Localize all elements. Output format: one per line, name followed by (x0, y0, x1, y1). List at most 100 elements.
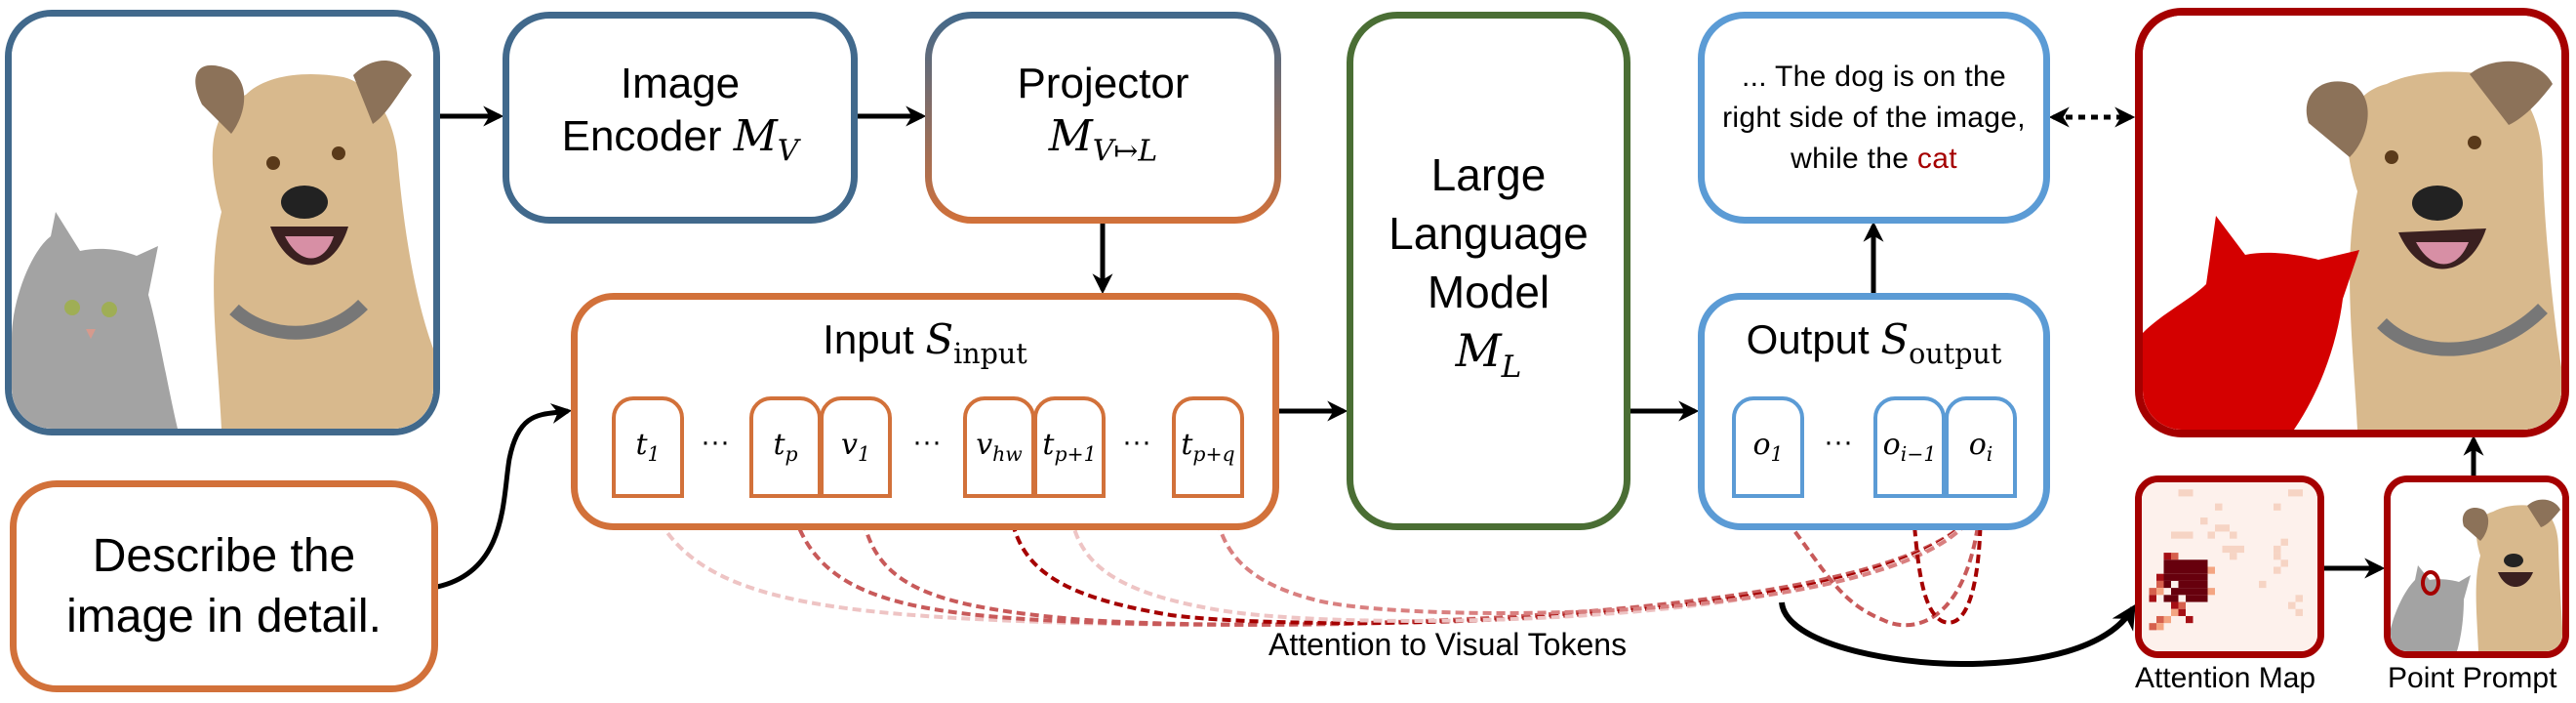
output-token: oi (1945, 396, 2017, 498)
heatmap-cell (2186, 588, 2194, 596)
heatmap-cell (2230, 531, 2237, 539)
heatmap-cell (2156, 588, 2164, 596)
llm-symbol-sub: L (1501, 349, 1522, 385)
heatmap-cell (2280, 559, 2288, 567)
input-token: vhw (963, 396, 1035, 498)
output-title-word: Output (1746, 316, 1870, 362)
image-encoder-word: Encoder (561, 111, 722, 160)
heatmap-cell (2200, 566, 2208, 574)
attention-to-visual-tokens-label: Attention to Visual Tokens (1268, 627, 1628, 662)
input-token-label: v1 (841, 428, 870, 466)
input-symbol: Sinput (925, 315, 1026, 370)
attention-map-caption: Attention Map (2135, 662, 2316, 694)
heatmap-cell (2295, 595, 2303, 602)
heatmap-cell (2149, 595, 2156, 602)
heatmap-cell (2178, 531, 2186, 539)
output-symbol: Soutput (1880, 315, 2001, 370)
heatmap-cell (2200, 588, 2208, 596)
heatmap-cell (2236, 545, 2244, 554)
input-symbol-sub: input (953, 336, 1027, 370)
heatmap-cell (2149, 588, 2156, 596)
input-sequence-title: Input Sinput (823, 313, 1027, 380)
heatmap-cell (2193, 580, 2200, 589)
image-encoder-box: Image Encoder MV (503, 12, 858, 224)
input-symbol-base: S (925, 315, 954, 363)
heatmap-cell (2207, 566, 2215, 574)
token-base: o (1752, 428, 1771, 463)
heatmap-cell (2274, 566, 2281, 574)
cat-illustration (12, 212, 178, 429)
projector-symbol-base: M (1048, 110, 1093, 161)
cat-mask (2143, 216, 2359, 430)
heatmap-cell (2171, 608, 2179, 616)
heatmap-cell (2215, 503, 2223, 511)
input-ellipsis: ··· (701, 426, 730, 458)
input-token: v1 (820, 396, 892, 498)
token-subscript: p (785, 442, 798, 467)
heatmap-cell (2178, 601, 2186, 609)
image-encoder-symbol: MV (733, 110, 799, 168)
heatmap-cell (2193, 559, 2200, 567)
heatmap-cell (2149, 623, 2156, 631)
token-subscript: 1 (857, 442, 870, 467)
point-marker (2421, 570, 2440, 596)
dog-illustration (2306, 61, 2561, 430)
heatmap-cell (2163, 595, 2171, 602)
output-sequence-title: Output Soutput (1747, 313, 2002, 380)
output-token-label: oi (1969, 428, 1993, 466)
heatmap-cell (2230, 545, 2237, 554)
llm-label-line3: Model (1427, 267, 1550, 318)
dog-illustration (195, 61, 433, 429)
output-ellipsis: ··· (1824, 426, 1853, 458)
heatmap-cell (2200, 595, 2208, 602)
heatmap-cell (2222, 545, 2230, 554)
heatmap-cell (2280, 538, 2288, 546)
heatmap-cell (2186, 580, 2194, 589)
heatmap-cell (2288, 489, 2296, 497)
token-subscript: p+q (1192, 442, 1235, 467)
heatmap-cell (2274, 553, 2281, 560)
attention-heatmap (2142, 482, 2317, 651)
text-prompt-box: Describe the image in detail. (10, 480, 438, 692)
heatmap-cell (2193, 595, 2200, 602)
heatmap-cell (2156, 623, 2164, 631)
heatmap-cell (2193, 573, 2200, 581)
heatmap-cell (2178, 489, 2186, 497)
input-token-label: tp+1 (1042, 428, 1096, 466)
encoder-symbol-base: M (733, 110, 778, 161)
generated-text-line2: right side of the image, (1722, 101, 2026, 134)
segmentation-result-panel (2135, 8, 2569, 437)
token-subscript: i−1 (1900, 442, 1937, 467)
point-prompt-panel (2384, 476, 2569, 658)
cat-dog-photo (12, 17, 433, 429)
heatmap-cell (2163, 580, 2171, 589)
heatmap-cell (2295, 489, 2303, 497)
heatmap-cell (2259, 580, 2267, 589)
input-title-word: Input (823, 316, 914, 362)
heatmap-cell (2186, 489, 2194, 497)
encoder-symbol-sub: V (777, 134, 799, 169)
heatmap-cell (2222, 524, 2230, 532)
token-base: o (1882, 428, 1901, 463)
heatmap-cell (2171, 559, 2179, 567)
heatmap-cell (2200, 580, 2208, 589)
heatmap-cell (2186, 531, 2194, 539)
heatmap-cell (2163, 566, 2171, 574)
heatmap-cell (2156, 580, 2164, 589)
heatmap-cell (2207, 531, 2215, 539)
token-subscript: i (1986, 442, 1993, 467)
llm-label-line2: Language (1389, 208, 1589, 260)
heatmap-cell (2186, 595, 2194, 602)
highlighted-word-cat: cat (1916, 142, 1957, 175)
input-token: tp (749, 396, 822, 498)
text-prompt-line1: Describe the (92, 529, 356, 582)
heatmap-cell (2200, 573, 2208, 581)
heatmap-cell (2186, 559, 2194, 567)
heatmap-cell (2171, 595, 2179, 602)
generated-text-box: ... The dog is on the right side of the … (1698, 12, 2050, 224)
input-token: tp+1 (1033, 396, 1106, 498)
token-base: t (773, 428, 785, 463)
input-token-label: tp+q (1181, 428, 1234, 466)
input-token: tp+q (1172, 396, 1244, 498)
output-token-label: o1 (1752, 428, 1783, 466)
